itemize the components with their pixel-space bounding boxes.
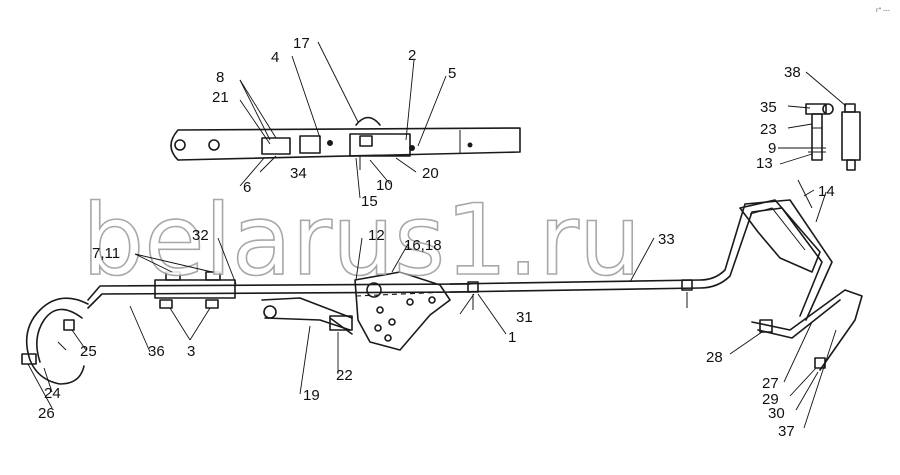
callout-19: 19	[303, 387, 320, 404]
callout-17: 17	[293, 35, 310, 52]
callout-10: 10	[376, 177, 393, 194]
callout-8: 8	[216, 69, 224, 86]
callout-15: 15	[361, 193, 378, 210]
callout-28: 28	[706, 349, 723, 366]
callout-12: 12	[368, 227, 385, 244]
callout-13: 13	[756, 155, 773, 172]
callout-16-18: 16,18	[404, 237, 442, 254]
leader-lines	[27, 41, 847, 429]
callout-27: 27	[762, 375, 779, 392]
callout-3: 3	[187, 343, 195, 360]
dashed-link	[355, 291, 449, 297]
callout-32: 32	[192, 227, 209, 244]
callout-9: 9	[768, 140, 776, 157]
lift-arm-assembly	[170, 116, 521, 170]
callout-20: 20	[422, 165, 439, 182]
callout-5: 5	[448, 65, 456, 82]
hose-37	[751, 289, 863, 371]
callout-23: 23	[760, 121, 777, 138]
valve-components	[805, 103, 861, 171]
tank-14	[739, 179, 827, 273]
callout-24: 24	[44, 385, 61, 402]
callout-4: 4	[271, 49, 279, 66]
callout-29: 29	[762, 391, 779, 408]
callout-38: 38	[784, 64, 801, 81]
callout-33: 33	[658, 231, 675, 248]
corner-mark: r" ---	[876, 7, 890, 14]
main-linkage	[87, 271, 471, 351]
hose-36	[21, 297, 89, 385]
callout-6: 6	[243, 179, 251, 196]
callout-14: 14	[818, 183, 835, 200]
callout-31: 31	[516, 309, 533, 326]
callout-22: 22	[336, 367, 353, 384]
callout-26: 26	[38, 405, 55, 422]
callout-35: 35	[760, 99, 777, 116]
callout-25: 25	[80, 343, 97, 360]
callout-7-11: 7,11	[92, 245, 120, 262]
callout-2: 2	[408, 47, 416, 64]
callout-30: 30	[768, 405, 785, 422]
callout-labels: 17 4 2 5 8 21 34 10 20 6 15 32 7,11 12 1…	[38, 35, 835, 440]
callout-36: 36	[148, 343, 165, 360]
callout-1: 1	[508, 329, 516, 346]
callout-37: 37	[778, 423, 795, 440]
callout-34: 34	[290, 165, 307, 182]
callout-21: 21	[212, 89, 229, 106]
